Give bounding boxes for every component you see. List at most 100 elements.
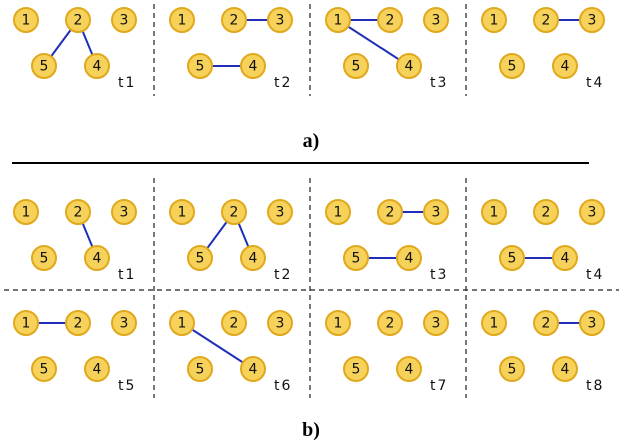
node-4-circle [396, 245, 422, 271]
node-1-circle [169, 199, 195, 225]
node-5-circle [499, 245, 525, 271]
node-1-circle [169, 7, 195, 33]
node-5-circle [343, 53, 369, 79]
node-5-circle [187, 53, 213, 79]
node-3-circle [111, 7, 137, 33]
node-1-circle [13, 199, 39, 225]
node-4-circle [84, 245, 110, 271]
node-4-circle [84, 356, 110, 382]
node-3-label: 3 [432, 316, 441, 332]
node-1-label: 1 [22, 316, 31, 332]
node-3-label: 3 [120, 13, 129, 29]
node-5-circle [499, 356, 525, 382]
node-4-circle [240, 245, 266, 271]
time-step-label: t3 [430, 267, 448, 283]
node-4-circle [552, 356, 578, 382]
node-2-label: 2 [386, 13, 395, 29]
node-1-label: 1 [490, 13, 499, 29]
node-5-label: 5 [352, 362, 361, 378]
node-4-circle [552, 53, 578, 79]
node-3-circle [423, 310, 449, 336]
node-5-circle [31, 356, 57, 382]
part-a-caption: a) [303, 130, 320, 152]
time-step-label: t2 [274, 267, 292, 283]
node-5-circle [343, 356, 369, 382]
time-step-label: t7 [430, 378, 448, 394]
node-2-circle [65, 310, 91, 336]
time-step-label: t6 [274, 378, 292, 394]
node-1-circle [481, 310, 507, 336]
node-3-circle [267, 310, 293, 336]
node-5-label: 5 [196, 251, 205, 267]
node-3-label: 3 [120, 316, 129, 332]
node-4-label: 4 [93, 59, 102, 75]
node-5-circle [499, 53, 525, 79]
node-2-circle [221, 199, 247, 225]
node-3-label: 3 [588, 13, 597, 29]
node-1-label: 1 [178, 205, 187, 221]
node-2-circle [533, 310, 559, 336]
node-1-circle [325, 310, 351, 336]
node-4-label: 4 [405, 362, 414, 378]
node-4-label: 4 [93, 362, 102, 378]
time-step-label: t1 [118, 267, 136, 283]
node-4-circle [396, 356, 422, 382]
node-1-label: 1 [22, 13, 31, 29]
node-1-label: 1 [490, 316, 499, 332]
node-3-circle [111, 199, 137, 225]
node-1-label: 1 [22, 205, 31, 221]
edge-1-4 [181, 322, 254, 370]
node-2-label: 2 [386, 316, 395, 332]
node-5-circle [187, 245, 213, 271]
time-step-label: t3 [430, 75, 448, 91]
node-2-circle [65, 199, 91, 225]
node-2-label: 2 [542, 13, 551, 29]
node-2-label: 2 [74, 13, 83, 29]
node-5-label: 5 [40, 59, 49, 75]
node-5-label: 5 [352, 251, 361, 267]
node-3-circle [423, 7, 449, 33]
node-2-label: 2 [230, 316, 239, 332]
node-3-label: 3 [276, 316, 285, 332]
node-2-circle [377, 310, 403, 336]
node-2-label: 2 [74, 316, 83, 332]
node-4-circle [240, 356, 266, 382]
node-1-circle [169, 310, 195, 336]
node-5-label: 5 [196, 59, 205, 75]
node-2-label: 2 [542, 316, 551, 332]
node-3-circle [579, 310, 605, 336]
node-3-circle [267, 199, 293, 225]
node-1-label: 1 [490, 205, 499, 221]
node-4-label: 4 [405, 251, 414, 267]
node-4-label: 4 [405, 59, 414, 75]
node-4-label: 4 [249, 59, 258, 75]
node-5-circle [31, 245, 57, 271]
node-4-label: 4 [93, 251, 102, 267]
node-5-label: 5 [508, 251, 517, 267]
node-1-label: 1 [178, 13, 187, 29]
node-3-label: 3 [432, 205, 441, 221]
node-5-circle [343, 245, 369, 271]
node-5-label: 5 [40, 251, 49, 267]
node-3-circle [579, 199, 605, 225]
node-5-label: 5 [40, 362, 49, 378]
node-2-circle [377, 199, 403, 225]
node-2-circle [533, 7, 559, 33]
node-1-circle [13, 310, 39, 336]
node-1-circle [481, 199, 507, 225]
node-4-circle [552, 245, 578, 271]
node-3-label: 3 [588, 205, 597, 221]
node-3-label: 3 [432, 13, 441, 29]
node-2-circle [221, 310, 247, 336]
node-3-circle [423, 199, 449, 225]
node-3-label: 3 [276, 13, 285, 29]
